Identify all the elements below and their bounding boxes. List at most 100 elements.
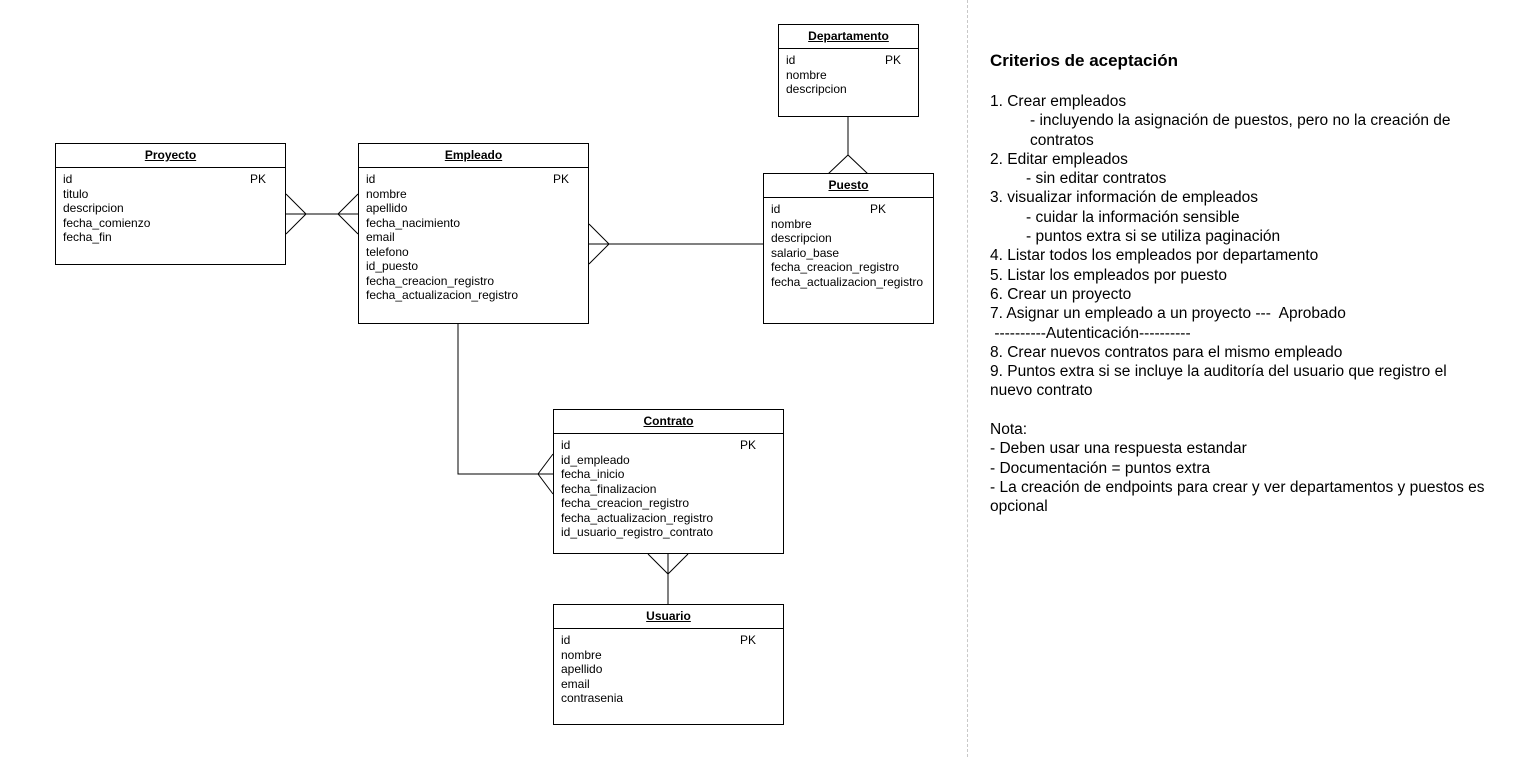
field-name: fecha_creacion_registro xyxy=(366,273,495,288)
field-name: nombre xyxy=(366,186,407,201)
crowfoot-empleado-side xyxy=(337,193,359,235)
page-divider xyxy=(967,0,968,757)
field-name: fecha_fin xyxy=(63,230,112,244)
field-row: descripcion xyxy=(786,82,911,97)
entity-title: Puesto xyxy=(764,174,933,198)
criteria-item: 6. Crear un proyecto xyxy=(990,285,1132,303)
field-name: nombre xyxy=(561,647,602,662)
field-name: fecha_comienzo xyxy=(63,215,151,230)
field-name: fecha_actualizacion_registro xyxy=(771,274,924,289)
criteria-item: 8. Crear nuevos contratos para el mismo … xyxy=(990,343,1343,361)
field-row: fecha_inicio xyxy=(561,467,776,482)
entity-title: Empleado xyxy=(359,144,588,168)
field-name: id_empleado xyxy=(561,452,630,467)
field-row: fecha_finalizacion xyxy=(561,482,776,497)
criteria-section-separator: ----------Autenticación---------- xyxy=(990,324,1191,342)
field-name: apellido xyxy=(366,201,408,215)
pk-label: PK xyxy=(870,202,887,216)
field-name: fecha_actualizacion_registro xyxy=(366,288,519,302)
criteria-subitem: - incluyendo la asignación de puestos, p… xyxy=(1030,112,1455,149)
crowfoot-empleado-puesto xyxy=(588,223,610,265)
pk-label: PK xyxy=(740,633,757,647)
field-row: fecha_actualizacion_registro xyxy=(366,288,581,303)
field-row: email xyxy=(561,677,776,692)
rel-empleado-contrato xyxy=(457,323,553,475)
criteria-subitem: - puntos extra si se utiliza paginación xyxy=(1026,228,1281,246)
field-row: id_puesto xyxy=(366,259,581,274)
field-row: nombre xyxy=(771,217,926,232)
criteria-item: 1. Crear empleados xyxy=(990,93,1127,110)
entity-fields: id PK nombre descripcion salario_base fec… xyxy=(764,198,933,289)
field-name: titulo xyxy=(63,186,89,201)
note-title: Nota: xyxy=(990,421,1028,439)
field-row: descripcion xyxy=(771,231,926,246)
field-name: fecha_creacion_registro xyxy=(771,260,900,274)
field-row: fecha_creacion_registro xyxy=(366,274,581,289)
field-name: fecha_actualizacion_registro xyxy=(561,510,714,525)
pk-label: PK xyxy=(553,172,570,186)
criteria-subitem: - sin editar contratos xyxy=(1026,170,1167,188)
criteria-title: Criterios de aceptación xyxy=(990,51,1179,70)
field-row: salario_base xyxy=(771,246,926,261)
criteria-item: 4. Listar todos los empleados por depart… xyxy=(990,247,1319,265)
entity-title: Contrato xyxy=(554,410,783,434)
criteria-panel: Criterios de aceptación 1. Crear emplead… xyxy=(990,50,1490,517)
field-row: id PK xyxy=(366,172,581,187)
criteria-item: 3. visualizar información de empleados xyxy=(990,189,1258,207)
entity-empleado[interactable]: Empleado id PK nombre apellido fecha_naci… xyxy=(358,143,589,324)
field-row: apellido xyxy=(366,201,581,216)
field-row: fecha_comienzo xyxy=(63,216,278,231)
pk-label: PK xyxy=(740,438,757,452)
entity-departamento[interactable]: Departamento id PK nombre descripcion xyxy=(778,24,919,117)
field-row: fecha_creacion_registro xyxy=(561,496,776,511)
entity-title: Proyecto xyxy=(56,144,285,168)
field-name: fecha_creacion_registro xyxy=(561,496,690,510)
field-name: email xyxy=(366,230,395,244)
field-row: id PK xyxy=(786,53,911,68)
field-name: id xyxy=(771,202,781,216)
field-name: id_puesto xyxy=(366,259,419,273)
field-row: id PK xyxy=(771,202,926,217)
field-name: telefono xyxy=(366,244,409,259)
crowfoot-contrato-usuario xyxy=(647,553,689,575)
field-row: titulo xyxy=(63,187,278,202)
field-name: descripcion xyxy=(771,231,832,245)
field-name: descripcion xyxy=(63,201,124,215)
field-name: id xyxy=(366,172,376,186)
entity-title: Departamento xyxy=(779,25,918,49)
crowfoot-proyecto-side xyxy=(285,193,307,235)
entity-puesto[interactable]: Puesto id PK nombre descripcion salario_b… xyxy=(763,173,934,324)
criteria-item: 2. Editar empleados xyxy=(990,150,1128,168)
field-row: nombre xyxy=(786,68,911,83)
field-name: nombre xyxy=(786,67,827,82)
note-item: - Documentación = puntos extra xyxy=(990,459,1211,477)
field-row: fecha_nacimiento xyxy=(366,216,581,231)
field-name: descripcion xyxy=(786,82,847,96)
criteria-item: 9. Puntos extra si se incluye la auditor… xyxy=(990,363,1451,400)
field-row: fecha_creacion_registro xyxy=(771,260,926,275)
field-row: descripcion xyxy=(63,201,278,216)
pk-label: PK xyxy=(885,53,902,67)
field-name: fecha_nacimiento xyxy=(366,215,461,230)
criteria-item: 7. Asignar un empleado a un proyecto ---… xyxy=(990,305,1346,323)
field-name: contrasenia xyxy=(561,691,624,705)
field-row: fecha_actualizacion_registro xyxy=(771,275,926,290)
note-item: - La creación de endpoints para crear y … xyxy=(990,478,1489,516)
field-name: nombre xyxy=(771,216,812,231)
field-row: contrasenia xyxy=(561,691,776,706)
field-name: id xyxy=(63,172,73,186)
field-row: id_empleado xyxy=(561,453,776,468)
field-row: fecha_fin xyxy=(63,230,278,245)
crowfoot-contrato-empleado xyxy=(537,453,554,495)
field-name: id xyxy=(786,53,796,67)
field-row: email xyxy=(366,230,581,245)
note-item: - Deben usar una respuesta estandar xyxy=(990,440,1247,458)
